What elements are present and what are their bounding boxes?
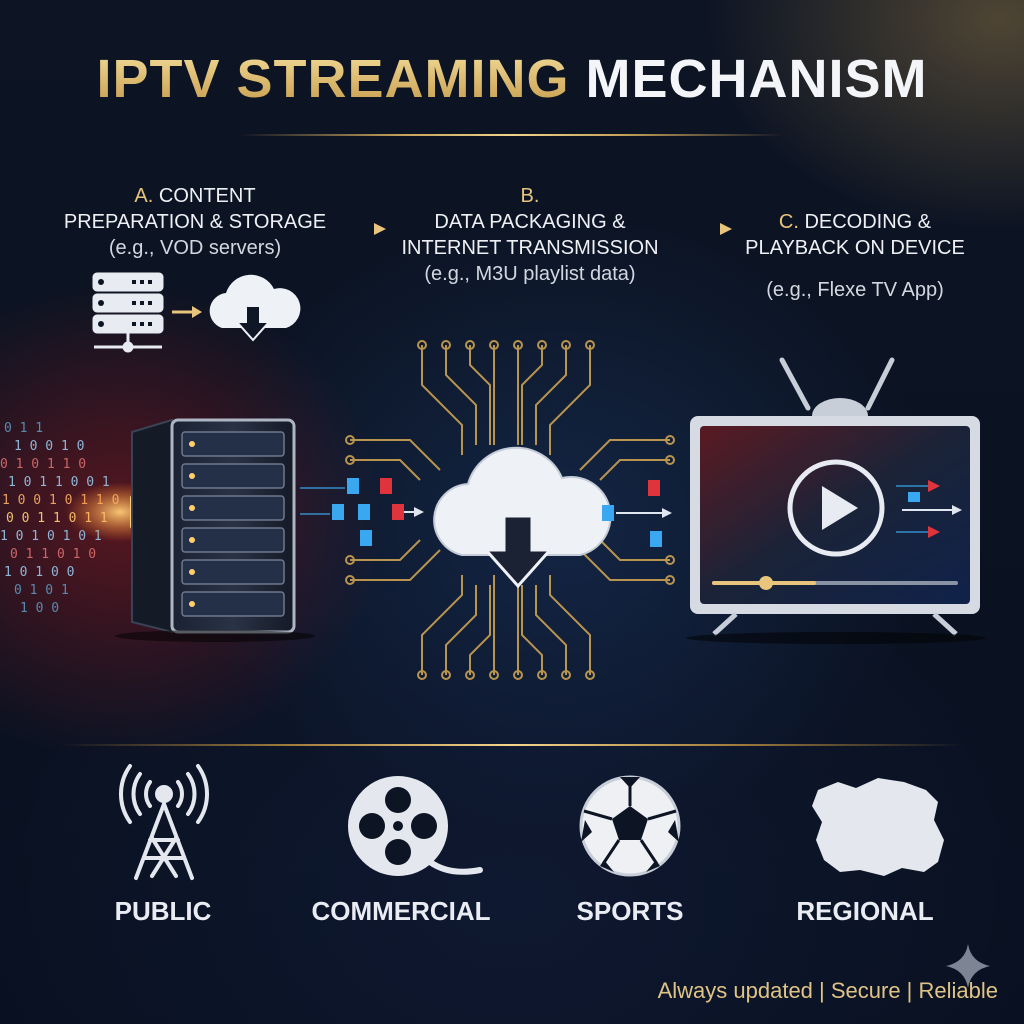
title-highlight: IPTV STREAMING [96,49,570,109]
circuit-nodes [345,340,675,680]
step-b-line2: INTERNET TRANSMISSION [401,237,659,259]
soccer-ball-icon [579,775,681,877]
broadcast-tower-icon [119,764,209,880]
svg-text:0 1 0 1 1 0: 0 1 0 1 1 0 [0,457,86,472]
step-c-letter: C. [778,211,799,233]
svg-text:1 0 1 0 0: 1 0 1 0 0 [4,565,74,580]
cloud-download-icon [433,446,612,589]
step-a-letter: A. [134,185,154,207]
svg-text:1 0 1 1 0 0 1: 1 0 1 1 0 0 1 [8,475,110,490]
step-c-line2: PLAYBACK ON DEVICE [745,237,965,259]
category-public: PUBLIC [114,896,212,926]
tagline: Always updated | Secure | Reliable [657,978,998,1003]
small-server-icon [92,272,164,353]
play-icon [787,459,885,557]
step-b-line1: DATA PACKAGING & [434,211,626,233]
svg-text:1 0 0: 1 0 0 [20,601,59,616]
svg-text:1 0 1 0 1 0 1: 1 0 1 0 1 0 1 [0,529,102,544]
section-divider [60,744,964,746]
sparkle-icon [946,944,990,988]
step-c-line1: DECODING & [804,211,932,233]
step-c-example: (e.g., Flexe TV App) [766,279,944,301]
circuit-lines [350,345,670,675]
svg-text:0 1 1 0 1 0: 0 1 1 0 1 0 [10,547,96,562]
step-c: C. DECODING & PLAYBACK ON DEVICE (e.g., … [735,209,975,303]
page-title: IPTV STREAMING MECHANISM [0,48,1024,110]
svg-text:0 1 1: 0 1 1 [4,421,43,436]
title-divider [240,134,784,136]
title-rest: MECHANISM [585,49,928,109]
small-arrow [172,306,202,318]
step-a: A. CONTENT PREPARATION & STORAGE (e.g., … [50,183,340,261]
step-arrow-a-b [330,223,386,235]
data-packets-right [602,480,672,547]
step-a-line1: CONTENT [158,185,256,207]
svg-text:1 0 0 1 0: 1 0 0 1 0 [14,439,84,454]
small-cloud-download-icon [209,274,301,342]
category-commercial: COMMERCIAL [311,896,491,926]
server-rack-icon [115,418,315,642]
category-regional: REGIONAL [796,896,934,926]
tv-icon [686,357,986,644]
step-b-letter: B. [520,185,540,207]
film-reel-icon [348,776,483,876]
step-a-example: (e.g., VOD servers) [108,237,282,259]
svg-text:0 1 0 1: 0 1 0 1 [14,583,69,598]
map-region-icon [812,778,944,876]
data-packets-left [300,478,424,546]
category-sports: SPORTS [576,896,684,926]
data-packets-tv [896,480,962,538]
step-a-line2: PREPARATION & STORAGE [63,211,327,233]
step-b: B. DATA PACKAGING & INTERNET TRANSMISSIO… [385,183,675,287]
step-b-example: (e.g., M3U playlist data) [424,263,636,285]
step-arrow-b-c [684,223,732,235]
